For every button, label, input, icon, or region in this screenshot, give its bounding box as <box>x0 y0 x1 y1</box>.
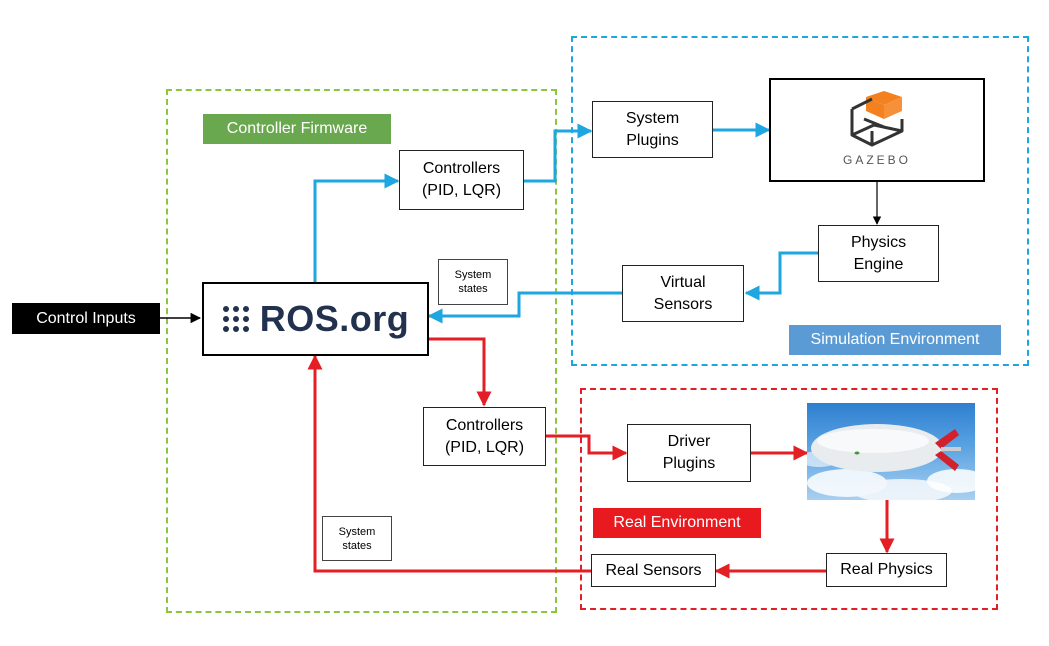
driver-plugins-line2: Plugins <box>662 455 716 472</box>
gazebo-logo-text: GAZEBO <box>842 153 911 167</box>
ros-logo-text: ROS.org <box>259 298 410 339</box>
gazebo-logo-icon <box>850 91 904 147</box>
physics-engine-line2: Engine <box>853 255 904 273</box>
system-states-sim-line1: System <box>454 269 492 281</box>
controllers-sim-node: Controllers (PID, LQR) <box>399 150 524 210</box>
real-sensors-node: Real Sensors <box>591 554 716 587</box>
system-plugins-node: System Plugins <box>592 101 713 158</box>
simulation-environment-region <box>571 36 1029 366</box>
gazebo-node: GAZEBO <box>769 78 985 182</box>
controllers-sim-line2: (PID, LQR) <box>421 182 502 199</box>
system-states-real-note: System states <box>322 516 392 561</box>
real-environment-tag: Real Environment <box>593 508 761 538</box>
system-plugins-line1: System <box>625 109 680 127</box>
arrow-controllers-to-plugins <box>524 123 593 183</box>
controllers-real-line1: Controllers <box>445 416 524 434</box>
arrow-ros-to-controllers-sim <box>313 173 400 282</box>
virtual-sensors-node: Virtual Sensors <box>622 265 744 322</box>
arrow-physics-to-virtual-sensors <box>744 251 818 301</box>
controllers-real-line2: (PID, LQR) <box>444 438 525 456</box>
blimp-illustration <box>807 424 975 500</box>
controllers-real-node: Controllers (PID, LQR) <box>423 407 546 466</box>
system-states-sim-line2: states <box>458 283 488 295</box>
virtual-sensors-line2: Sensors <box>653 295 713 313</box>
simulation-environment-tag: Simulation Environment <box>789 325 1001 355</box>
virtual-sensors-line1: Virtual <box>660 273 706 291</box>
arrow-virtual-sensors-to-ros <box>427 291 622 324</box>
blimp-photo <box>807 403 975 500</box>
controller-firmware-tag: Controller Firmware <box>203 114 391 144</box>
driver-plugins-line1: Driver <box>667 433 711 450</box>
physics-engine-node: Physics Engine <box>818 225 939 282</box>
arrow-controllers-to-driver <box>546 434 628 461</box>
controller-firmware-region <box>166 89 557 613</box>
real-physics-node: Real Physics <box>826 553 947 587</box>
arrow-ros-to-controllers-real <box>429 337 492 407</box>
driver-plugins-node: Driver Plugins <box>627 424 751 482</box>
system-states-real-line1: System <box>338 525 376 538</box>
system-plugins-line2: Plugins <box>626 131 679 149</box>
system-states-sim-note: System states <box>438 259 508 305</box>
system-states-real-line2: states <box>342 539 372 552</box>
control-inputs-label: Control Inputs <box>12 303 160 334</box>
arrow-real-sensors-to-ros <box>307 354 591 573</box>
controllers-sim-line1: Controllers <box>422 160 501 177</box>
ros-node: ROS.org <box>202 282 429 356</box>
real-environment-region <box>580 388 998 610</box>
physics-engine-line1: Physics <box>850 233 907 251</box>
ros-grid-icon <box>222 306 249 332</box>
